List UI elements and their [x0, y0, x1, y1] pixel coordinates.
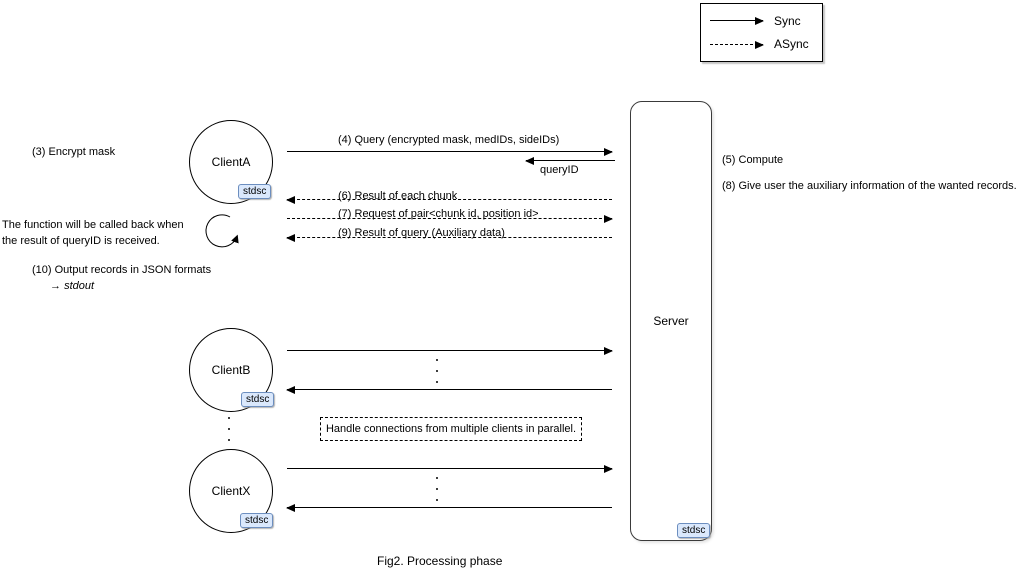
- annotation-encrypt-mask: (3) Encrypt mask: [32, 146, 116, 158]
- legend-async-label: ASync: [774, 37, 809, 52]
- message-9-arrow: [286, 234, 612, 242]
- legend-async-row: ASync: [701, 37, 822, 51]
- server-stdsc-badge: stdsc: [677, 523, 711, 538]
- figure-caption: Fig2. Processing phase: [377, 554, 503, 568]
- callback-loop-icon: [205, 214, 239, 248]
- client-b-ellipsis-dots: [436, 359, 438, 383]
- message-6-label: (6) Result of each chunk: [336, 190, 460, 202]
- client-b-label: ClientB: [211, 363, 251, 377]
- message-7-label: (7) Request of pair<chunk id, position i…: [336, 208, 541, 220]
- client-a-label: ClientA: [211, 155, 251, 169]
- message-6-arrow: [286, 196, 612, 204]
- legend-sync-row: Sync: [701, 14, 822, 28]
- annotation-callback-line2: the result of queryID is received.: [2, 235, 160, 247]
- server-node: Server: [630, 101, 712, 541]
- legend-box: Sync ASync: [700, 3, 823, 62]
- client-x-response-arrow: [286, 504, 612, 512]
- annotation-give-user: (8) Give user the auxiliary information …: [722, 180, 1017, 192]
- legend-sync-label: Sync: [774, 13, 801, 28]
- queryid-arrow: [525, 157, 615, 165]
- client-x-request-arrow: [287, 465, 613, 473]
- sync-arrow-icon: [710, 17, 764, 26]
- right-arrow-glyph: →: [50, 280, 61, 292]
- message-4-arrow: [287, 148, 613, 156]
- client-a-node: ClientA: [189, 120, 273, 204]
- async-arrow-icon: [710, 40, 764, 49]
- message-7-arrow: [287, 215, 613, 223]
- annotation-output-records: (10) Output records in JSON formats: [32, 264, 212, 276]
- annotation-callback: The function will be called back when th…: [2, 217, 184, 249]
- client-b-response-arrow: [286, 386, 612, 394]
- server-label: Server: [653, 314, 689, 328]
- more-clients-ellipsis-dots: [228, 417, 230, 441]
- client-x-ellipsis-dots: [436, 477, 438, 501]
- message-4-label: (4) Query (encrypted mask, medIDs, sideI…: [336, 134, 562, 146]
- client-x-stdsc-badge: stdsc: [240, 513, 274, 528]
- client-x-label: ClientX: [211, 484, 251, 498]
- message-9-label: (9) Result of query (Auxiliary data): [336, 227, 507, 239]
- queryid-label: queryID: [538, 164, 581, 176]
- annotation-compute: (5) Compute: [722, 154, 784, 166]
- client-b-stdsc-badge: stdsc: [241, 392, 275, 407]
- annotation-callback-line1: The function will be called back when: [2, 219, 184, 231]
- client-b-request-arrow: [287, 347, 613, 355]
- client-a-stdsc-badge: stdsc: [238, 184, 272, 199]
- parallel-note-box: Handle connections from multiple clients…: [320, 417, 582, 441]
- annotation-stdout: → stdout: [50, 278, 94, 294]
- annotation-stdout-word: stdout: [64, 280, 95, 292]
